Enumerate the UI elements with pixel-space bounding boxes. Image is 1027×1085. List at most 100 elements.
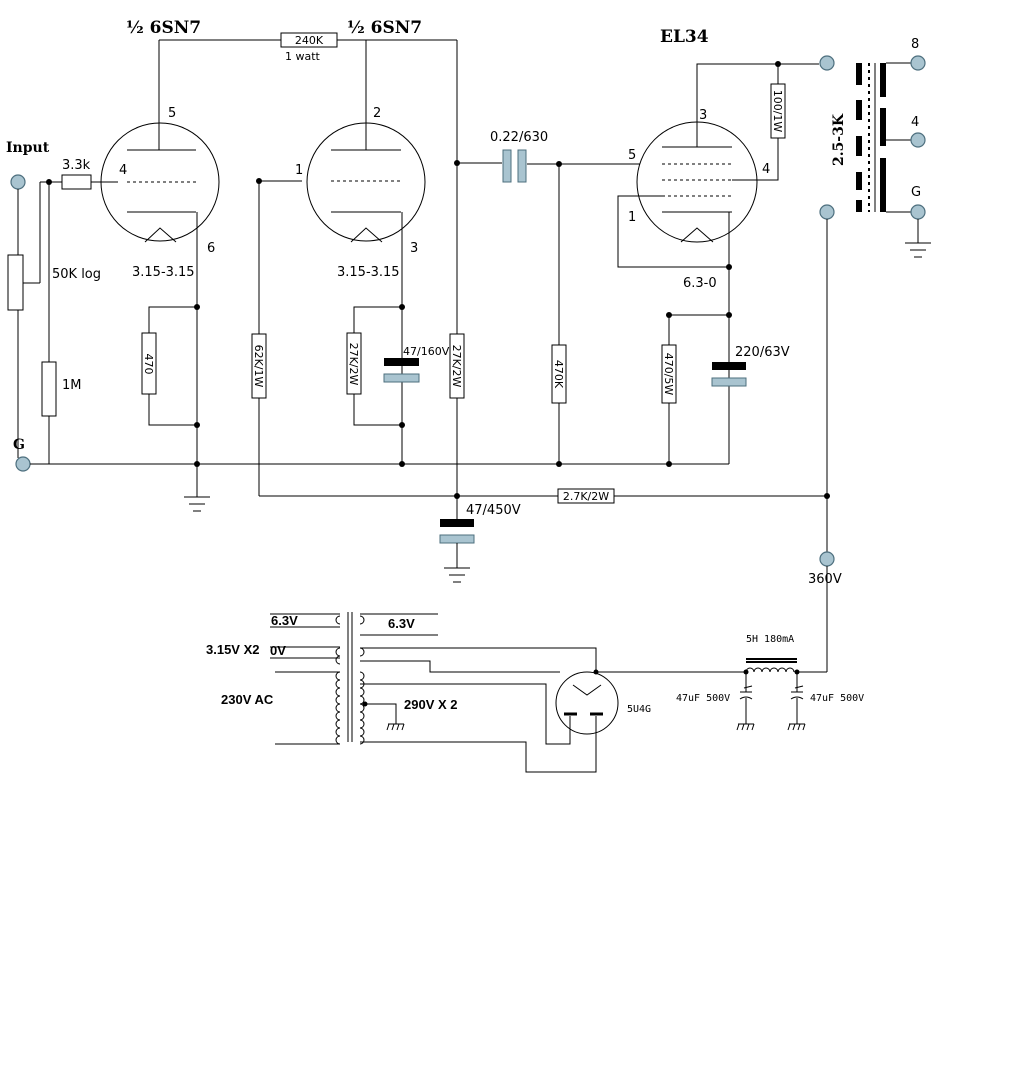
rect-heater-wire-1 <box>360 647 597 672</box>
v2-title: ½ 6SN7 <box>347 18 422 38</box>
resistor-240k <box>280 32 338 48</box>
ot-primary-winding <box>856 63 862 212</box>
ot-primary-plate-terminal <box>819 55 835 71</box>
speaker-tap-8-label: 8 <box>911 37 919 52</box>
cap-220-63-plate <box>712 362 746 370</box>
resistor-62k-label: 62K/1W <box>252 345 265 388</box>
speaker-terminal-g <box>910 204 926 220</box>
el34-screen-wire <box>732 138 779 181</box>
ot-impedance-label: 2.5-3K <box>831 113 847 166</box>
coupling-cap-plate <box>502 149 512 183</box>
hv-wire-1 <box>360 683 571 745</box>
resistor-27k-cathode-label: 27K/2W <box>347 343 360 386</box>
power-transformer-hv-secondary <box>359 671 365 745</box>
filter-cap-2 <box>787 672 806 731</box>
el34-pin-plate: 3 <box>699 108 707 123</box>
resistor-240k-label: 240K <box>295 34 324 47</box>
cap-47-450-label: 47/450V <box>466 503 521 518</box>
el34-heater <box>680 227 714 243</box>
secondary-0v-label: 0V <box>270 643 286 658</box>
junction-dot <box>454 493 460 499</box>
input-terminal <box>10 174 26 190</box>
v1-title: ½ 6SN7 <box>126 18 201 38</box>
secondary-6v3-left-label: 6.3V <box>271 613 298 628</box>
cap-47-160-plate <box>384 358 419 366</box>
junction-dot <box>726 264 732 270</box>
hv-wire-2 <box>360 716 597 773</box>
v2-cathode-r-ground <box>353 394 402 426</box>
junction-dot <box>399 422 405 428</box>
resistor-470-5w-label: 470/5W <box>662 353 675 396</box>
ground-symbol <box>444 567 470 583</box>
v2-pin-cathode: 3 <box>410 241 418 256</box>
resistor-1m-label: 1M <box>62 378 82 393</box>
el34-pin-screen: 4 <box>762 162 770 177</box>
power-transformer-heater-windings <box>335 615 365 665</box>
resistor-2k7 <box>557 488 615 504</box>
junction-dot <box>775 61 781 67</box>
ground-symbol <box>184 496 210 512</box>
v1-heater <box>144 227 177 243</box>
hv-secondary-label: 290V X 2 <box>404 697 458 712</box>
junction-dot <box>399 461 405 467</box>
v1-pin-plate: 5 <box>168 106 176 121</box>
el34-heater-label: 6.3-0 <box>683 276 717 291</box>
volume-pot <box>7 254 24 311</box>
choke-label: 5H 180mA <box>746 634 794 645</box>
v1-envelope <box>100 122 220 242</box>
v1-cathode-r-ground <box>148 394 197 426</box>
coupling-cap-plate2 <box>517 149 527 183</box>
coupling-cap-label: 0.22/630 <box>490 130 548 145</box>
input-label: Input <box>6 140 50 156</box>
junction-dot <box>194 461 200 467</box>
bplus-label: 360V <box>808 572 842 587</box>
junction-dot <box>666 461 672 467</box>
power-transformer-core <box>347 612 353 742</box>
power-transformer-primary <box>335 671 341 745</box>
v1-pin-cathode: 6 <box>207 241 215 256</box>
v2-heater <box>350 227 383 243</box>
resistor-3k3-label: 3.3k <box>62 158 91 173</box>
rectifier-filament <box>572 684 602 696</box>
el34-pin-cathode: 1 <box>628 210 636 225</box>
ot-core <box>868 63 876 212</box>
resistor-470-label: 470 <box>142 354 155 375</box>
junction-dot <box>362 701 368 707</box>
v2-pin-grid: 1 <box>295 163 303 178</box>
el34-pin-grid: 5 <box>628 148 636 163</box>
rectifier-label: 5U4G <box>627 704 651 715</box>
el34-title: EL34 <box>660 27 709 47</box>
v2-pin-plate: 2 <box>373 106 381 121</box>
resistor-100-label: 100/1W <box>771 90 784 133</box>
secondary-6v3-right-label: 6.3V <box>388 616 415 631</box>
input-ground-label: G <box>13 437 25 453</box>
primary-label: 230V AC <box>221 692 274 707</box>
el34-plate-wire <box>696 63 819 147</box>
cap-47-160-label: 47/160V <box>403 345 450 358</box>
ground-symbol <box>386 723 405 731</box>
filter-cap-1-label: 47uF 500V <box>676 693 730 704</box>
cap-47-160-plate2 <box>383 373 420 383</box>
ground-terminal <box>15 456 31 472</box>
cap-220-63-label: 220/63V <box>735 345 790 360</box>
resistor-27k-plate-label: 27K/2W <box>450 345 463 388</box>
junction-dot <box>824 493 830 499</box>
bplus-test-terminal <box>819 551 835 567</box>
filter-choke <box>745 658 797 673</box>
junction-dot <box>556 461 562 467</box>
el34-suppressor-wire <box>617 195 729 268</box>
resistor-240k-power: 1 watt <box>285 50 321 63</box>
cap-47-450-plate2 <box>439 534 475 544</box>
v1-cathode-r-wire <box>148 306 197 333</box>
speaker-tap-g-label: G <box>911 185 921 200</box>
cap-47-450-plate <box>440 519 474 527</box>
resistor-470k-label: 470K <box>552 360 565 389</box>
rectifier-envelope <box>555 671 619 735</box>
v2-cathode-r-wire <box>353 306 402 333</box>
filter-cap-1 <box>736 672 755 731</box>
v2-heater-label: 3.15-3.15 <box>337 265 400 280</box>
v1-heater-label: 3.15-3.15 <box>132 265 195 280</box>
secondary-315-label: 3.15V X2 <box>206 642 260 657</box>
speaker-terminal-8 <box>910 55 926 71</box>
